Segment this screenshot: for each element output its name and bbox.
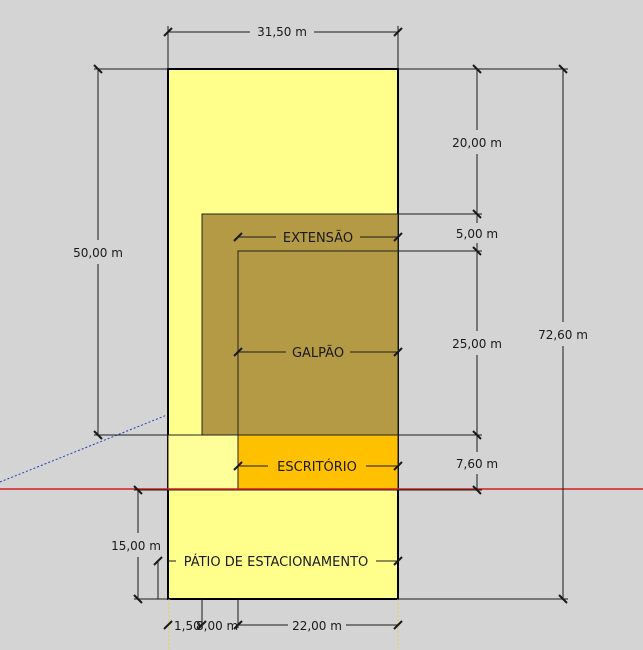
dim-top-width-label: 31,50 m	[257, 25, 307, 39]
front-yard-left	[167, 434, 239, 491]
dim-bottom-b-label: 8,00 m	[196, 619, 238, 633]
warehouse-label: GALPÃO	[292, 345, 344, 361]
extension-boundary	[237, 250, 398, 435]
parking-label: PÁTIO DE ESTACIONAMENTO	[184, 554, 369, 570]
dim-right-office-label: 7,60 m	[456, 457, 498, 471]
area-warehouse: GALPÃO	[233, 345, 403, 361]
office-label: ESCRITÓRIO	[277, 459, 357, 475]
dim-left-parking-label: 15,00 m	[111, 539, 161, 553]
dim-top-width: 31,50 m	[163, 25, 403, 69]
area-parking: PÁTIO DE ESTACIONAMENTO	[168, 554, 403, 570]
dim-right-warehouse-label: 25,00 m	[452, 337, 502, 351]
dim-bottom-width-label: 22,00 m	[292, 619, 342, 633]
area-extension: EXTENSÃO	[233, 230, 403, 246]
warehouse-block	[201, 213, 399, 436]
dim-right-top-label: 20,00 m	[452, 136, 502, 150]
dim-right-total-label: 72,60 m	[538, 328, 588, 342]
dim-right-extension-label: 5,00 m	[456, 227, 498, 241]
dim-bottom: 1,50 8,00 m 22,00 m	[163, 599, 403, 633]
dim-right-chain: 20,00 m 5,00 m 25,00 m 7,60 m	[398, 64, 504, 495]
extension-label: EXTENSÃO	[283, 230, 353, 246]
dim-right-total: 72,60 m	[398, 64, 588, 604]
office-block	[237, 434, 399, 491]
dim-left-height: 50,00 m	[73, 64, 168, 440]
dim-left-height-label: 50,00 m	[73, 246, 123, 260]
blue-axis-line	[0, 414, 168, 483]
dim-bottom-a-label: 1,50	[174, 619, 201, 633]
area-office: ESCRITÓRIO	[233, 459, 403, 475]
dim-left-parking: 15,00 m	[111, 485, 168, 604]
